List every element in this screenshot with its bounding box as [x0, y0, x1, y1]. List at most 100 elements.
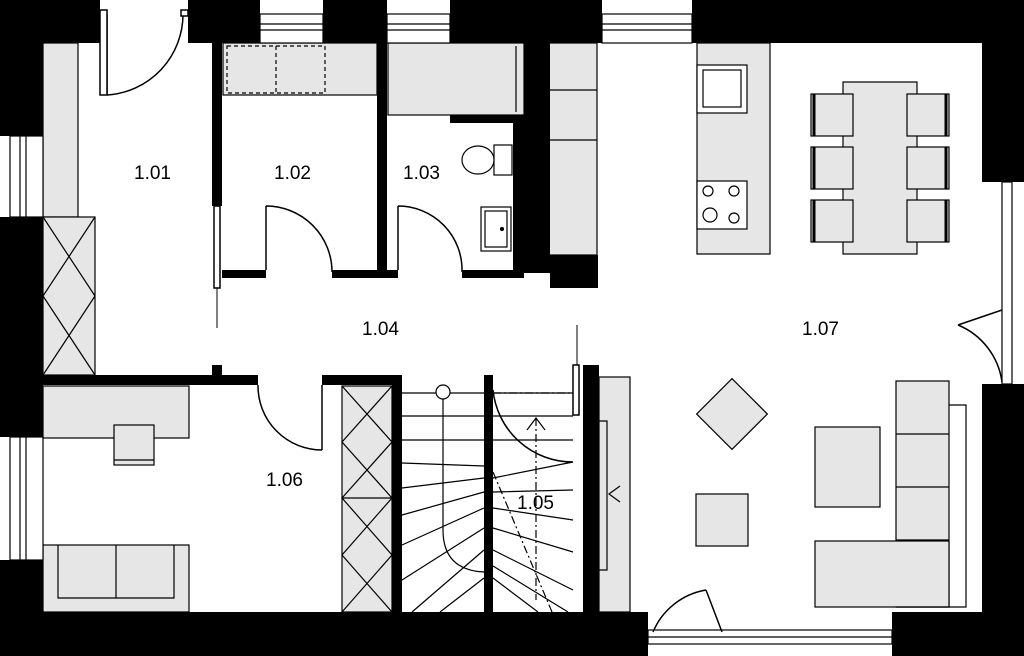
door-1-05: [492, 389, 574, 463]
window-glazing: [19, 136, 27, 217]
wall: [450, 115, 524, 123]
wall: [0, 612, 648, 656]
stair-treads-right: [493, 392, 573, 441]
wall: [332, 270, 398, 278]
wardrobe-1-06: [341, 385, 393, 613]
wall: [0, 0, 43, 136]
window: [386, 13, 451, 44]
wardrobe-1-01: [42, 42, 79, 218]
upper-floor-outline: [492, 392, 573, 613]
doors: [99, 9, 1003, 633]
chair: [906, 199, 950, 243]
sliding-door-panel: [213, 205, 221, 289]
room-label-1-04: 1.04: [362, 319, 399, 340]
door-1-02: [265, 205, 333, 273]
window: [601, 13, 693, 44]
wall: [0, 217, 43, 437]
tap: [499, 226, 505, 232]
window-glazing: [602, 23, 692, 31]
wall: [982, 384, 1024, 656]
room-label-1-07: 1.07: [802, 319, 839, 340]
kitchen-tall-units: [548, 42, 598, 256]
chair-backs: [812, 94, 948, 242]
outline-details: [42, 45, 967, 613]
chair: [810, 93, 854, 137]
corner-sofa-cushions: [896, 433, 949, 541]
room-label-1-06: 1.06: [266, 470, 303, 491]
door-frame: [180, 9, 189, 17]
kitchen-unit-divisions: [549, 89, 597, 141]
window-glazing: [19, 437, 27, 560]
windows: [9, 13, 1013, 645]
coffee-table: [695, 377, 769, 451]
wall: [222, 270, 266, 278]
entrance-door-leaf: [99, 9, 108, 96]
room-label-1-01: 1.01: [134, 163, 171, 184]
corner-sofa-outline: [896, 404, 967, 608]
burner: [702, 207, 718, 223]
wall: [188, 0, 260, 43]
door-1-06: [257, 384, 323, 451]
door-1-03: [397, 205, 463, 273]
bath-counter: [387, 42, 525, 116]
stair-winders-right: [492, 461, 574, 613]
room-label-1-03: 1.03: [403, 163, 440, 184]
terrace-door-right: [957, 309, 1003, 383]
room-label-1-02: 1.02: [274, 163, 311, 184]
storage-1-05: [598, 376, 631, 613]
sofa-1-06-seats: [57, 545, 175, 599]
staircase: [401, 384, 574, 613]
wall: [513, 115, 524, 270]
utility-cabinet-doors: [226, 45, 326, 94]
walk-line: [442, 397, 485, 573]
wall: [322, 375, 402, 385]
room-label-1-05: 1.05: [517, 493, 554, 514]
chair: [810, 199, 854, 243]
desk-chair: [113, 424, 155, 466]
wall: [484, 375, 493, 612]
window-glazing: [387, 23, 450, 31]
window-glazing: [260, 23, 323, 31]
wall: [462, 270, 524, 278]
corner-sofa-seat: [814, 540, 950, 608]
cabinet-1-01: [42, 216, 96, 376]
chair: [810, 146, 854, 190]
chair: [906, 146, 950, 190]
window: [259, 13, 324, 44]
storage-inner: [599, 420, 621, 571]
burner: [728, 212, 740, 224]
dining-chairs: [810, 93, 950, 243]
washbasin-bowl: [484, 210, 508, 248]
window: [1001, 181, 1013, 385]
wall: [692, 0, 1024, 43]
dining-table: [842, 81, 918, 255]
wall: [212, 43, 222, 206]
burner: [702, 185, 714, 197]
kitchen-sink-basin: [702, 69, 742, 108]
side-table: [695, 493, 749, 547]
wall: [212, 365, 222, 385]
direction-arrow: [526, 417, 546, 431]
wall: [524, 43, 550, 273]
utility-cabinets: [222, 42, 378, 96]
wall: [43, 375, 258, 385]
sliding-door-panel: [572, 364, 580, 416]
walk-line-start: [435, 384, 451, 400]
toilet-tank: [493, 144, 513, 176]
wall: [550, 255, 598, 288]
toilet-icon: [461, 145, 495, 175]
wall: [583, 365, 599, 612]
burner: [728, 185, 740, 197]
bath-fixtures: [461, 144, 513, 252]
wall: [392, 375, 402, 612]
terrace-door-bottom: [652, 589, 723, 633]
wall: [323, 0, 387, 43]
room-labels: 1.01 1.02 1.03 1.04 1.05 1.06 1.07: [134, 163, 839, 514]
wall: [450, 0, 602, 43]
wall: [377, 43, 387, 278]
entrance-door: [106, 13, 184, 96]
wall: [982, 0, 1024, 182]
armchair: [814, 426, 881, 508]
